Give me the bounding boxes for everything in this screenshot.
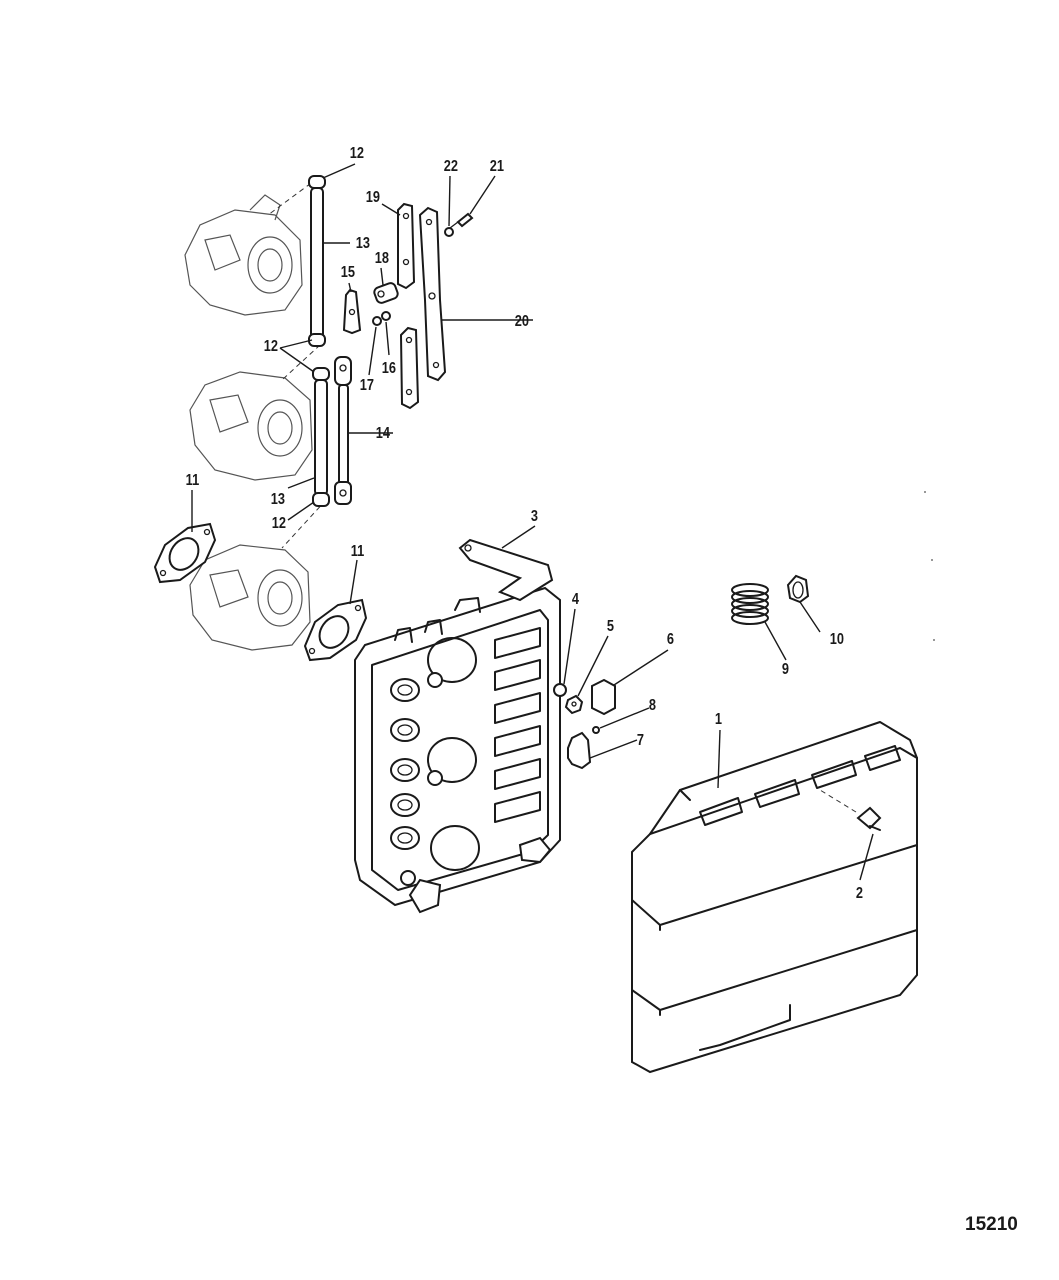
callout-3: 3 bbox=[531, 508, 538, 526]
carburetor-middle bbox=[189, 371, 313, 481]
bushing bbox=[373, 282, 399, 304]
nut-5 bbox=[564, 694, 584, 715]
washer-22 bbox=[444, 227, 454, 237]
reed-petals bbox=[494, 627, 541, 823]
callout-1: 1 bbox=[715, 711, 722, 729]
callout-18: 18 bbox=[375, 250, 389, 268]
callout-17: 17 bbox=[360, 377, 374, 395]
cover-plate-7 bbox=[567, 731, 592, 770]
washer-4 bbox=[553, 683, 567, 697]
callout-2: 2 bbox=[856, 885, 863, 903]
callout-15: 15 bbox=[341, 264, 355, 282]
leader-lines bbox=[191, 163, 874, 881]
callout-19: 19 bbox=[366, 189, 380, 207]
silencer-cover bbox=[631, 721, 918, 1074]
screw-2 bbox=[856, 806, 882, 831]
cap-10 bbox=[786, 574, 810, 604]
callout-14: 14 bbox=[376, 425, 390, 443]
callout-21: 21 bbox=[490, 158, 504, 176]
callout-12-bottom: 12 bbox=[272, 515, 286, 533]
screw-21 bbox=[449, 212, 474, 229]
callout-16: 16 bbox=[382, 360, 396, 378]
scan-speck bbox=[931, 559, 933, 561]
callout-20: 20 bbox=[515, 313, 529, 331]
washer-16 bbox=[381, 311, 391, 321]
gasket-left bbox=[153, 522, 217, 584]
intake-manifold bbox=[354, 538, 561, 914]
scan-speck bbox=[933, 639, 935, 641]
gasket-right bbox=[303, 598, 368, 662]
callout-12-top: 12 bbox=[350, 145, 364, 163]
callout-13-bottom: 13 bbox=[271, 491, 285, 509]
linkage-rod-upper bbox=[308, 175, 326, 347]
callout-8: 8 bbox=[649, 697, 656, 715]
manifold-ports bbox=[390, 678, 420, 850]
callout-13-top: 13 bbox=[356, 235, 370, 253]
callout-4: 4 bbox=[572, 591, 579, 609]
linkage-rod-14 bbox=[334, 356, 352, 505]
callout-5: 5 bbox=[607, 618, 614, 636]
callout-10: 10 bbox=[830, 631, 844, 649]
throttle-arm bbox=[342, 288, 362, 335]
callout-22: 22 bbox=[444, 158, 458, 176]
lever-19 bbox=[397, 202, 416, 290]
spring-9 bbox=[731, 583, 769, 625]
lever-20 bbox=[418, 206, 447, 382]
screw-8 bbox=[592, 726, 600, 734]
scan-speck bbox=[924, 491, 926, 493]
callout-12-middle: 12 bbox=[264, 338, 278, 356]
plug-6 bbox=[591, 678, 616, 716]
callout-6: 6 bbox=[667, 631, 674, 649]
callout-7: 7 bbox=[637, 732, 644, 750]
linkage-rod-lower bbox=[312, 367, 330, 507]
callout-9: 9 bbox=[782, 661, 789, 679]
callouts: 12 22 21 19 13 15 18 20 12 16 17 14 11 1… bbox=[186, 145, 863, 903]
lever-16 bbox=[399, 326, 420, 410]
carburetor-top bbox=[184, 194, 303, 316]
washer-17 bbox=[372, 316, 382, 326]
callout-11-right: 11 bbox=[351, 543, 365, 561]
carburetor-bottom bbox=[189, 544, 311, 651]
callout-11-left: 11 bbox=[186, 472, 200, 490]
figure-number: 15210 bbox=[965, 1214, 1018, 1235]
